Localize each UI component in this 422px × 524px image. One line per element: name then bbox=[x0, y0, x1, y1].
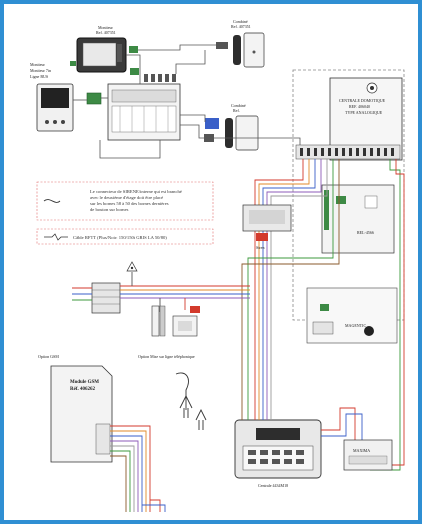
note-text-3: sur les bornes 58 à 50 des bornes derniè… bbox=[90, 201, 169, 206]
central-box-label-2: REF. 406040 bbox=[349, 104, 370, 109]
combine-mid-label-2: Ref. bbox=[233, 108, 240, 113]
monitor-left-label-2: Moniteur 7in bbox=[30, 68, 51, 73]
handset-icon bbox=[225, 115, 259, 151]
note-text-4: de bouton sur bornes bbox=[90, 207, 129, 212]
module-rel-label: REL-4566 bbox=[357, 230, 374, 235]
monitor-left-label-1: Moniteur bbox=[30, 62, 46, 67]
gsm-module-label-2: Réf. 406262 bbox=[70, 387, 95, 392]
cable-note-text: Câble RFTT (Plus/Noir: 150/150t GRIS LA … bbox=[73, 235, 167, 240]
option-line-label: Option Mise sur ligne téléphonique bbox=[138, 354, 195, 359]
keypad-label: MAGENTIC bbox=[345, 323, 366, 328]
wiring-gsm bbox=[110, 425, 166, 512]
connector-block bbox=[204, 134, 214, 142]
connector-block bbox=[190, 306, 200, 313]
note-text-2: avec le deuxième d'étage doit être placé bbox=[90, 195, 163, 200]
combine-mid-label-1: Combiné bbox=[231, 103, 246, 108]
combine-top-label-2: Ref. 407351 bbox=[231, 24, 251, 29]
gsm-module-label-1: Module GSM bbox=[70, 380, 99, 385]
monitor-icon bbox=[36, 83, 74, 132]
wiring-middle-left bbox=[72, 272, 250, 312]
monitor-top-label-2: Ref. 407351 bbox=[96, 30, 116, 35]
monitor-left-label-3: Ligne BUS bbox=[30, 74, 48, 79]
central-box-label-3: TYPE ANALOGIQUE bbox=[345, 110, 383, 115]
central-alarm-panel: CENTRALE DOMOTIQUE REF. 406040 TYPE ANAL… bbox=[292, 69, 405, 344]
note-box: Le connecteur de SIRENE/interne qui est … bbox=[36, 181, 214, 221]
central-box-label-1: CENTRALE DOMOTIQUE bbox=[339, 98, 386, 103]
wiring-bundle-right bbox=[241, 159, 405, 471]
bottom-right-module: MAXIMA bbox=[343, 439, 393, 471]
monitor-top-label-1: Moniteur bbox=[98, 25, 114, 30]
gsm-module: Module GSM Réf. 406262 bbox=[50, 365, 113, 463]
connector-block bbox=[129, 46, 138, 53]
cable-note: Câble RFTT (Plus/Noir: 150/150t GRIS LA … bbox=[36, 228, 214, 245]
monitor-icon bbox=[76, 37, 127, 73]
connector-block bbox=[130, 68, 139, 75]
connector-block bbox=[86, 92, 102, 105]
wiring-top bbox=[73, 44, 301, 159]
option-gsm-label: Option GSM bbox=[38, 354, 59, 359]
keypad-icon bbox=[234, 419, 322, 479]
terminal-block bbox=[91, 282, 121, 314]
antenna-icon bbox=[126, 261, 138, 272]
handset-icon bbox=[233, 32, 265, 68]
antenna-icon bbox=[175, 372, 207, 430]
distribution-box bbox=[107, 83, 181, 141]
central-bottom-label: Centrale 4434M18 bbox=[258, 483, 288, 488]
connector-block bbox=[216, 42, 228, 49]
wiring-bottom bbox=[241, 400, 363, 440]
door-contact bbox=[151, 305, 166, 337]
siren-icon bbox=[242, 204, 292, 232]
module-bottom-right-label: MAXIMA bbox=[353, 448, 370, 453]
siren-icon bbox=[172, 315, 198, 337]
combine-top-label-1: Combiné bbox=[233, 19, 248, 24]
connector-block bbox=[205, 118, 219, 129]
connector-block bbox=[256, 233, 268, 241]
siren-tag: Siren bbox=[256, 245, 264, 250]
note-text-1: Le connecteur de SIRENE/interne qui est … bbox=[90, 189, 182, 194]
connector-block bbox=[70, 61, 76, 66]
